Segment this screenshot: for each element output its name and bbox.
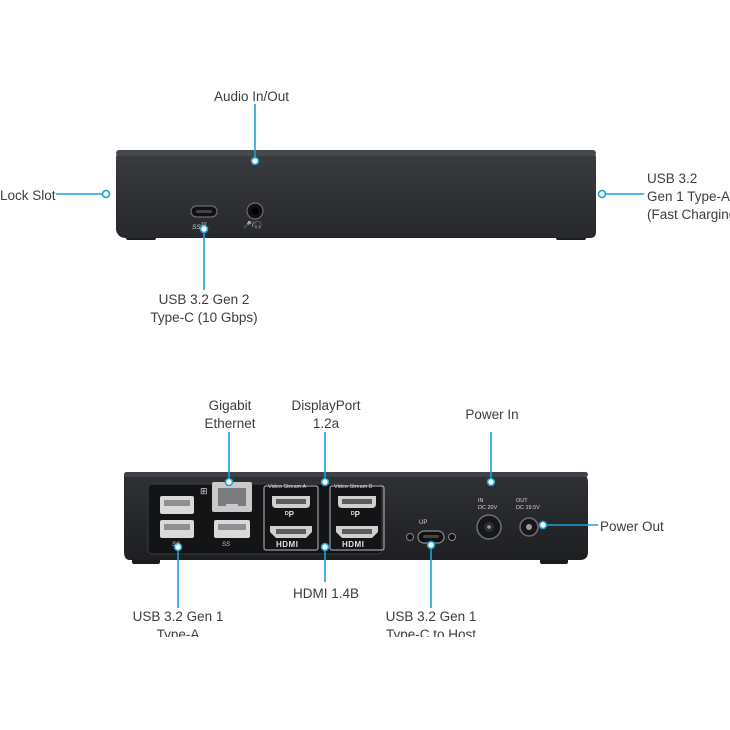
label-usb-a-fast-line1: USB 3.2: [647, 171, 698, 186]
out-dc-marking: DC 19.5V: [516, 505, 540, 511]
label-ethernet-line1: Gigabit: [208, 398, 252, 413]
rear-usb-a-port: [214, 520, 250, 538]
label-usb-c-host-line1: USB 3.2 Gen 1: [385, 609, 477, 624]
label-usb-a-fast-line3: (Fast Charging): [647, 207, 730, 222]
label-displayport-line1: DisplayPort: [291, 398, 361, 413]
label-usb-a-line2: Type-A: [156, 627, 200, 637]
video-stream-a-marking: Video Stream A: [268, 484, 307, 490]
label-usb-c-host-line2: Type-C to Host: [385, 627, 477, 637]
label-audio: Audio In/Out: [214, 89, 290, 104]
label-usb-a-line1: USB 3.2 Gen 1: [132, 609, 224, 624]
front-usb-c-port: [190, 205, 218, 218]
video-stream-b-marking: Video Stream B: [334, 484, 373, 490]
hdmi-logo-a: HDMI: [276, 540, 299, 549]
label-power-out: Power Out: [600, 519, 664, 534]
up-marking: UP: [419, 520, 428, 526]
rear-video-stream-b: [329, 485, 385, 551]
out-marking: OUT: [516, 498, 528, 504]
rear-ethernet-port: ⊞: [200, 482, 252, 512]
rear-usb-c-host-port: [406, 530, 456, 544]
in-marking: IN: [478, 498, 484, 504]
rear-usb-a-stack: [160, 496, 194, 538]
dp-logo-b: ᴰP: [351, 510, 360, 519]
front-view-device: [116, 150, 596, 240]
callout-lines: [56, 104, 644, 608]
label-usb-c-line1: USB 3.2 Gen 2: [158, 292, 250, 307]
ss-marking-a: SS: [172, 542, 181, 548]
dp-logo-a: ᴰP: [285, 510, 294, 519]
hdmi-logo-b: HDMI: [342, 540, 365, 549]
svg-text:⊞: ⊞: [200, 487, 208, 497]
label-usb-a-fast-line2: Gen 1 Type-A: [647, 189, 730, 204]
rear-power-in-jack: [476, 514, 502, 540]
in-dc-marking: DC 20V: [478, 505, 498, 511]
rear-power-out-jack: [519, 517, 539, 537]
ss10-marking: SS10: [192, 222, 207, 232]
label-hdmi: HDMI 1.4B: [292, 586, 360, 601]
label-usb-c-line2: Type-C (10 Gbps): [150, 310, 258, 325]
label-displayport-line2: 1.2a: [312, 416, 340, 431]
rear-view-device: ⊞: [124, 472, 588, 564]
label-lock-slot: Lock Slot: [0, 188, 56, 203]
label-ethernet-line2: Ethernet: [204, 416, 256, 431]
rear-video-stream-a: [263, 485, 319, 551]
front-audio-jack: [246, 202, 264, 220]
ss-marking-b: SS: [222, 542, 231, 548]
audio-marking: 🎤/🎧: [243, 222, 263, 229]
label-power-in: Power In: [465, 407, 519, 422]
